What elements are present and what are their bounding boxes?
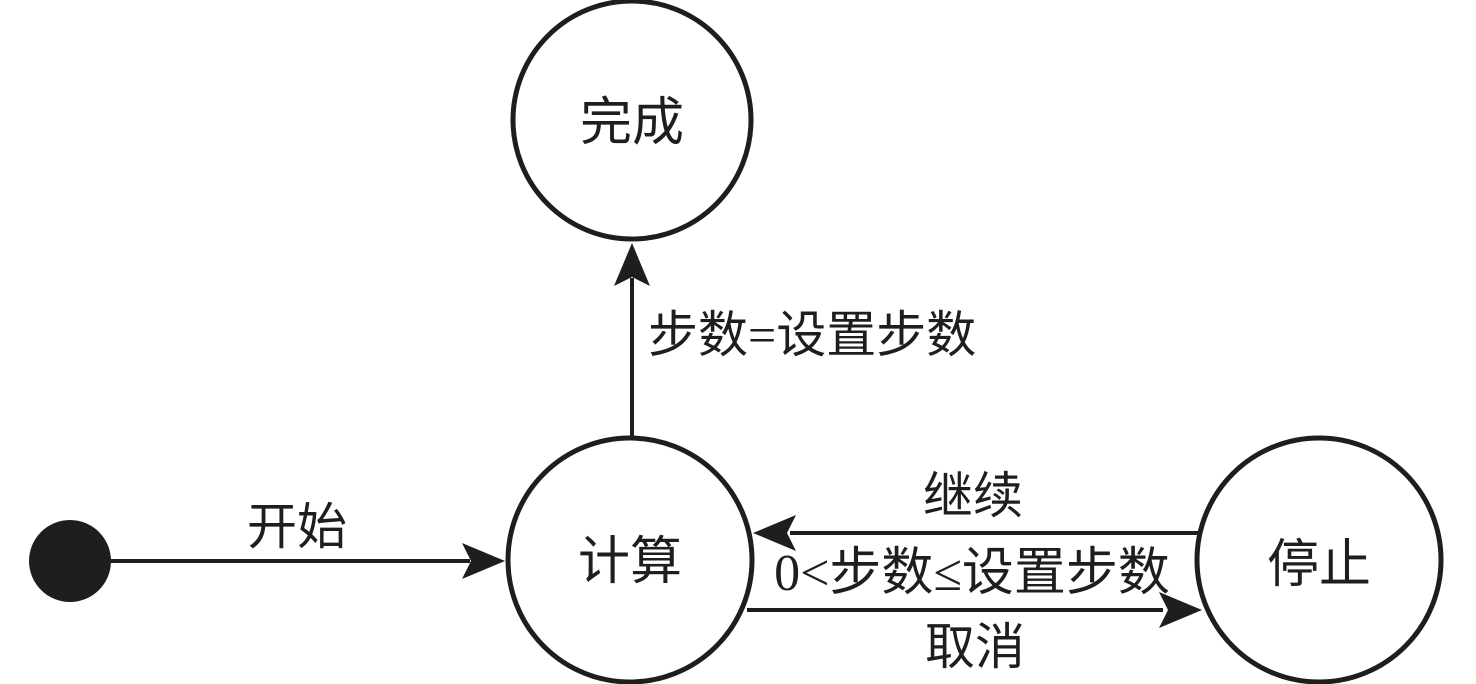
transition-range-guard-label: 0<步数≤设置步数	[774, 545, 1170, 602]
state-finish-label: 完成	[580, 95, 684, 152]
state-finish-circle	[510, 0, 754, 242]
initial-state-dot	[29, 520, 111, 602]
arrowhead-finish-icon	[614, 243, 650, 286]
transition-continue-label: 继续	[923, 468, 1023, 524]
transition-cancel-label: 取消	[925, 619, 1025, 675]
arrowhead-cancel-icon	[1159, 592, 1202, 628]
state-stop-label: 停止	[1267, 537, 1371, 594]
state-compute-label: 计算	[578, 534, 682, 591]
arrowhead-start-icon	[462, 543, 505, 579]
arrowhead-continue-icon	[753, 515, 796, 551]
transition-finish-label: 步数=设置步数	[648, 307, 976, 363]
state-stop-circle	[1194, 435, 1444, 684]
transition-start-label: 开始	[247, 499, 347, 555]
